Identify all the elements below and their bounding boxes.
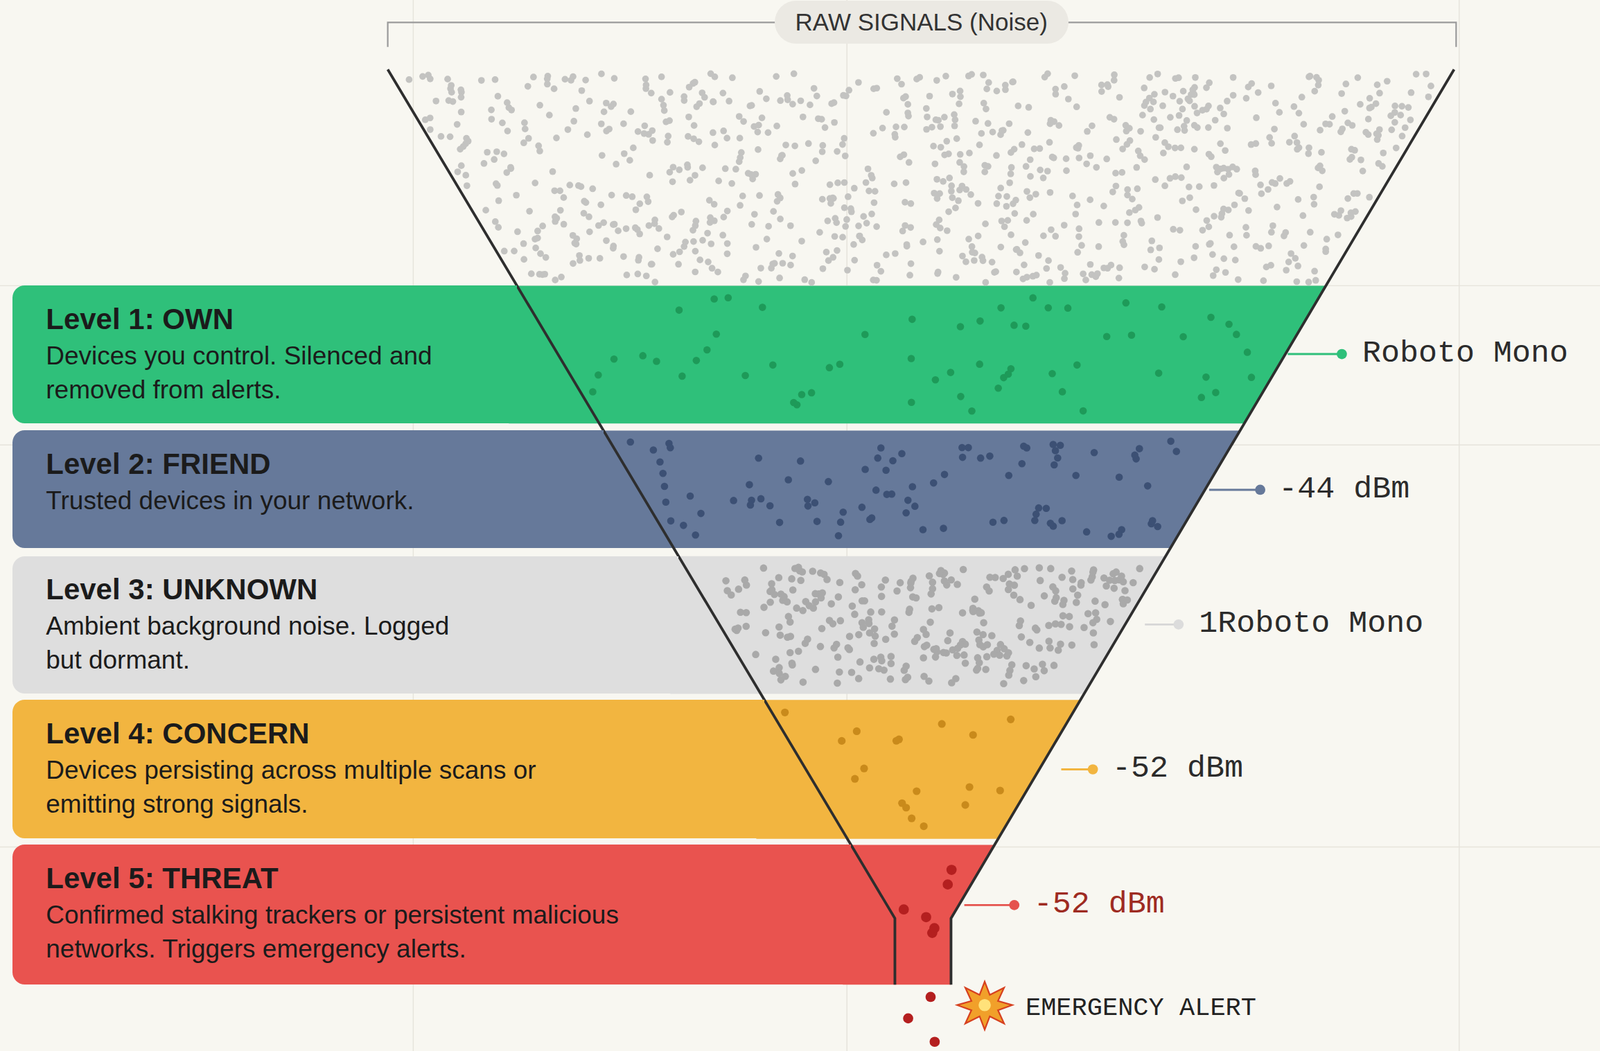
level-band: Level 3: UNKNOWNAmbient background noise… — [12, 556, 680, 695]
level-description: Devices you control. Silenced and remove… — [45, 339, 503, 408]
level-description: Trusted devices in your network. — [45, 484, 589, 519]
level-band: Level 5: THREATConfirmed stalking tracke… — [12, 844, 851, 985]
level-description: Confirmed stalking trackers or persisten… — [45, 898, 633, 967]
band-fill — [508, 285, 1326, 424]
level-band: Level 2: FRIENDTrusted devices in your n… — [12, 430, 604, 548]
level-heading: Level 4: CONCERN — [45, 716, 750, 752]
level-value: -52 dBm — [1033, 886, 1165, 924]
band-fill — [670, 556, 1166, 695]
level-band: Level 1: OWNDevices you control. Silence… — [12, 285, 517, 424]
level-heading: Level 3: UNKNOWN — [45, 572, 664, 608]
level-heading: Level 2: FRIEND — [45, 446, 589, 482]
level-band: Level 4: CONCERNDevices persisting acros… — [12, 699, 766, 839]
level-value: -52 dBm — [1112, 750, 1244, 788]
level-value: Roboto Mono — [1362, 335, 1569, 373]
falling-dots — [902, 992, 940, 1048]
level-value: -44 dBm — [1278, 471, 1410, 509]
level-heading: Level 1: OWN — [45, 302, 503, 337]
level-description: Devices persisting across multiple scans… — [45, 753, 618, 822]
alert-starburst — [956, 981, 1013, 1030]
level-heading: Level 5: THREAT — [45, 861, 837, 896]
section-title: RAW SIGNALS (Noise) — [774, 0, 1069, 44]
alert-label: EMERGENCY ALERT — [1025, 992, 1257, 1024]
band-fill — [595, 431, 1240, 549]
band-fill — [842, 844, 995, 985]
level-value: 1Roboto Mono — [1198, 605, 1424, 644]
level-description: Ambient background noise. Logged but dor… — [45, 609, 465, 678]
